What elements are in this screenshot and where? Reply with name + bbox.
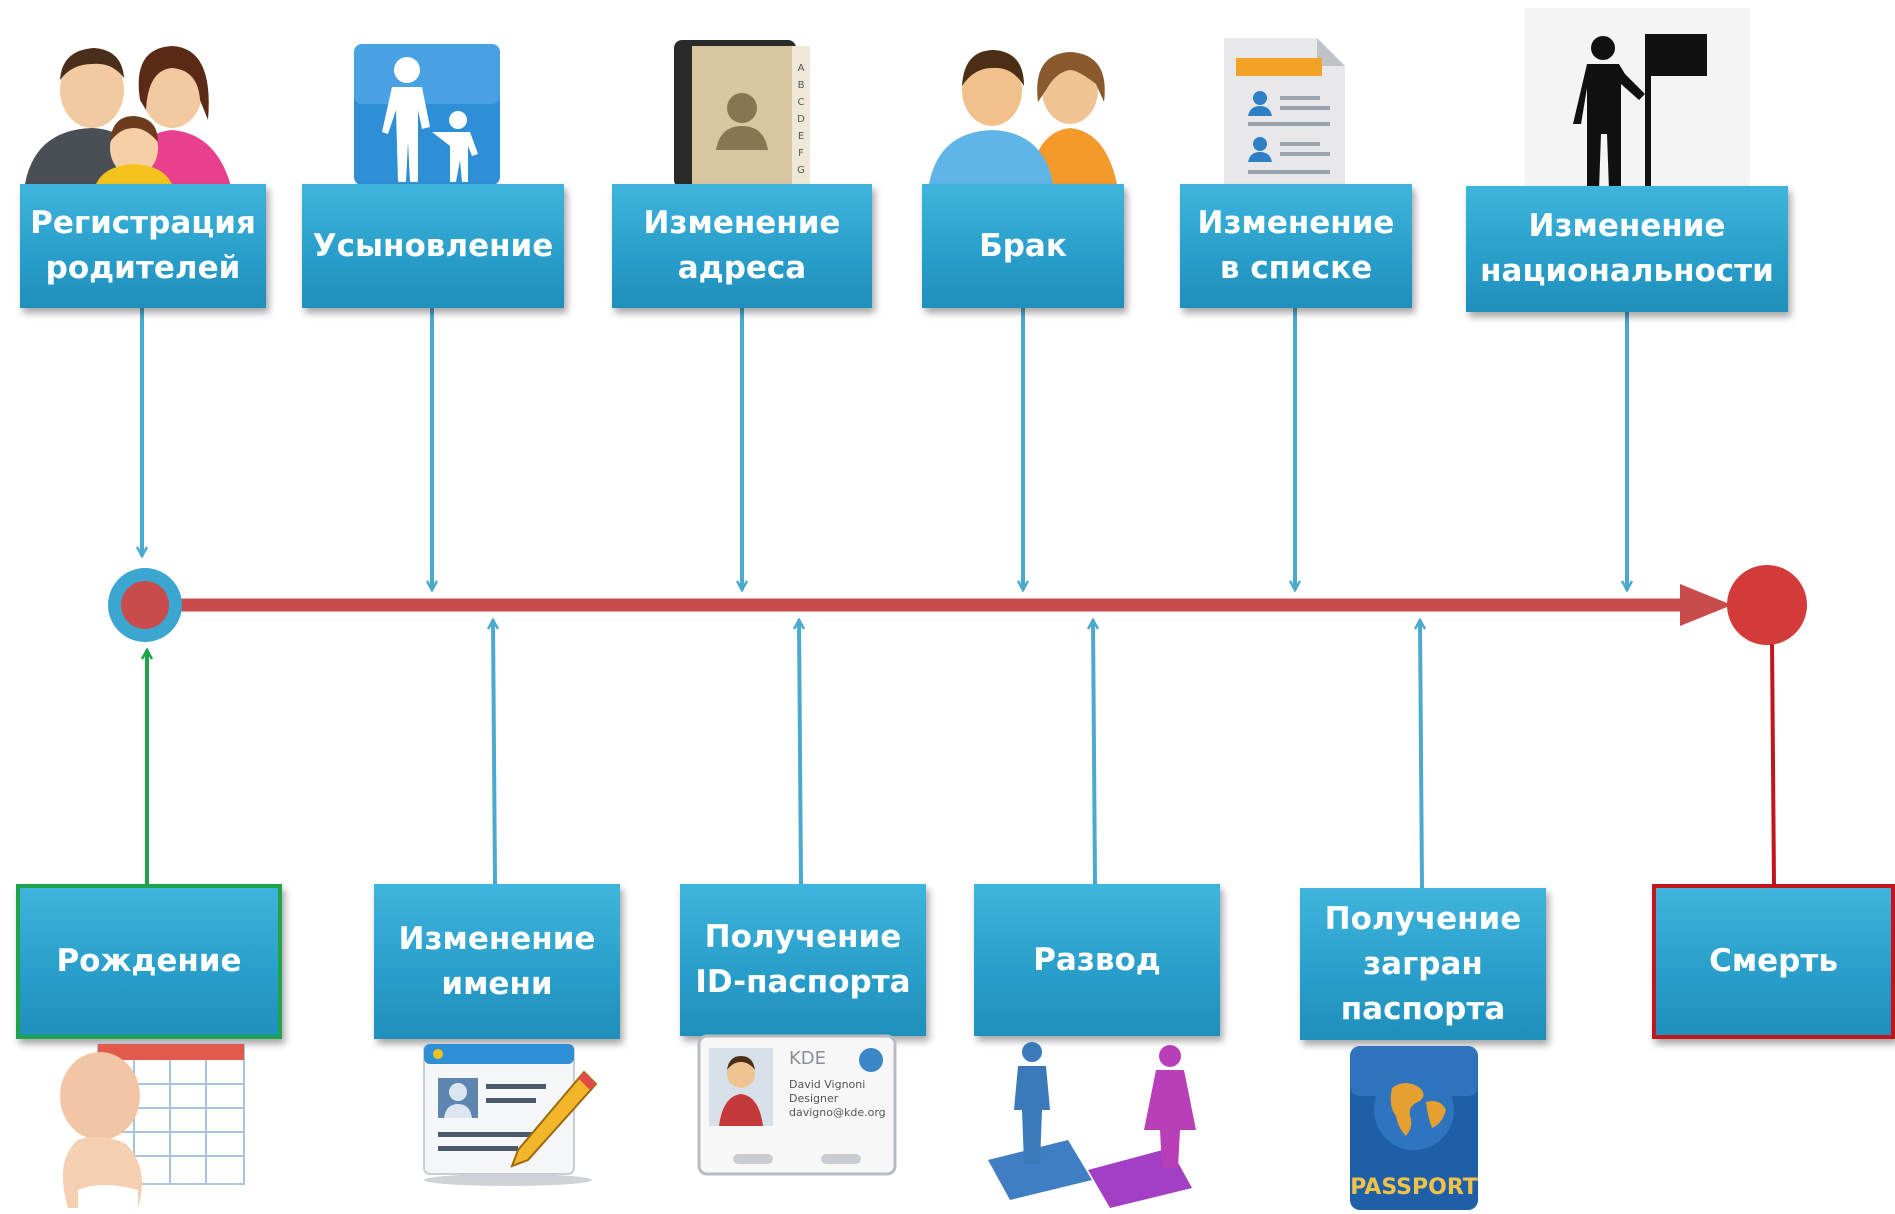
id-card-edit-icon <box>420 1040 600 1190</box>
event-address-change: Изменение адреса <box>612 184 872 308</box>
event-nationality-change: Изменение национальности <box>1466 186 1788 312</box>
index-letter: G <box>797 165 805 176</box>
index-letter: B <box>797 80 805 91</box>
id-badge-icon: KDE David Vignoni Designer davigno@kde.o… <box>697 1034 897 1179</box>
adoption-icon <box>352 42 502 187</box>
index-letter: E <box>797 131 805 142</box>
index-letter: A <box>797 63 805 74</box>
event-death: Смерть <box>1652 884 1895 1039</box>
connector-bottom-3 <box>799 620 801 885</box>
event-list-change: Изменение в списке <box>1180 184 1412 308</box>
couple-icon <box>928 40 1128 190</box>
badge-org-text: KDE <box>789 1048 826 1069</box>
baby-calendar-icon <box>38 1040 248 1210</box>
connector-bottom-2 <box>493 620 495 885</box>
connector-death <box>1770 639 1776 887</box>
timeline-arrowhead <box>1680 584 1732 626</box>
index-letter: C <box>797 97 805 108</box>
connector-bottom-5 <box>1420 620 1422 889</box>
flag-person-icon <box>1525 8 1750 190</box>
event-birth: Рождение <box>16 884 282 1039</box>
timeline-end-node <box>1727 565 1807 645</box>
list-document-icon <box>1222 36 1347 186</box>
event-divorce: Развод <box>974 884 1220 1036</box>
divorce-puzzle-icon <box>980 1040 1210 1210</box>
passport-icon: PASSPORT <box>1348 1044 1480 1210</box>
index-letter: D <box>797 114 805 125</box>
event-name-change: Изменение имени <box>374 884 620 1039</box>
event-foreign-passport: Получение загран паспорта <box>1300 888 1546 1040</box>
timeline-start-dot <box>121 581 169 629</box>
badge-name-text: David Vignoni <box>789 1078 865 1091</box>
index-letter: F <box>798 148 804 159</box>
event-adoption: Усыновление <box>302 184 564 308</box>
badge-email-text: davigno@kde.org <box>789 1106 886 1119</box>
event-marriage: Брак <box>922 184 1124 308</box>
event-id-passport: Получение ID-паспорта <box>680 884 926 1036</box>
connector-bottom-4 <box>1093 620 1095 885</box>
family-icon <box>22 30 242 190</box>
passport-label-text: PASSPORT <box>1350 1175 1478 1200</box>
badge-role-text: Designer <box>789 1092 839 1105</box>
event-parent-registration: Регистрация родителей <box>20 184 266 308</box>
